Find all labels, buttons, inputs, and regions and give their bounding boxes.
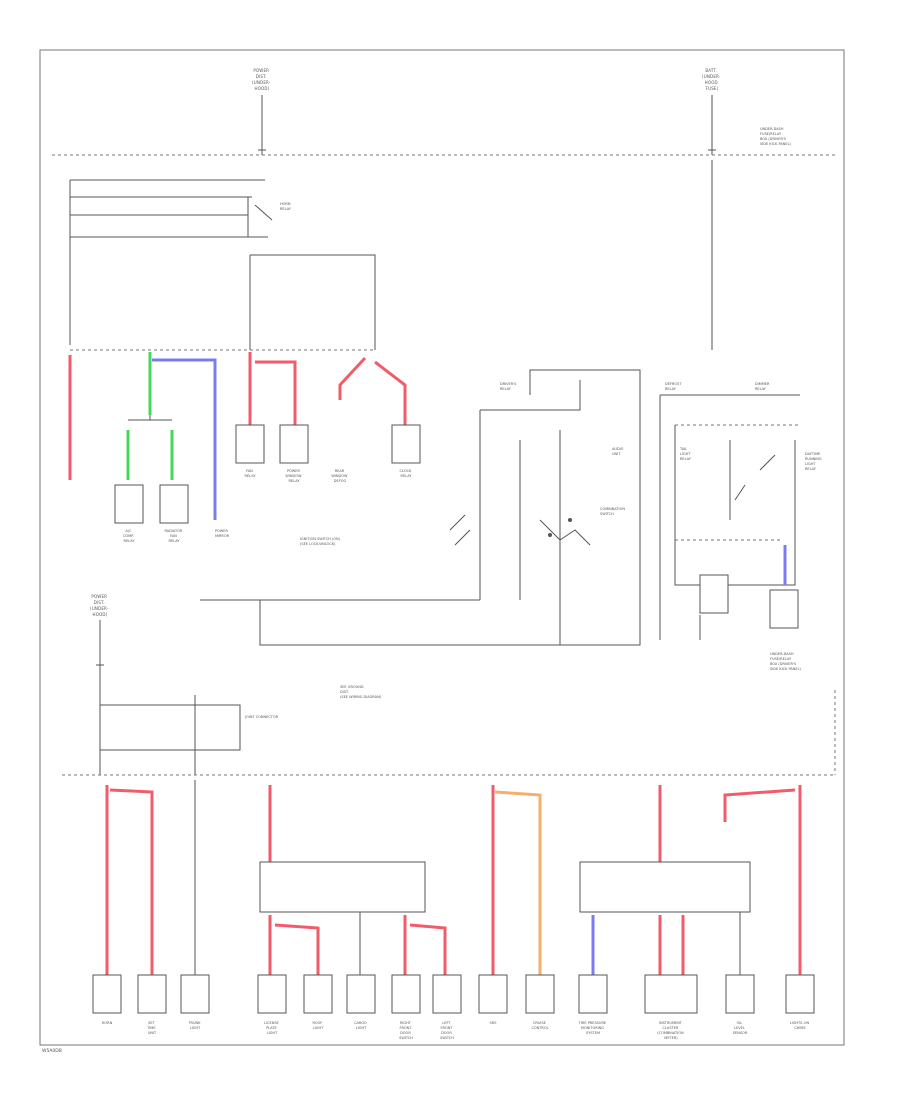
component-a12-box [769, 589, 799, 629]
red-wire-b2 [109, 788, 154, 975]
component-b1-label: HORN [102, 1021, 113, 1025]
component-b5-box [303, 974, 333, 1014]
upper-fuse-box-label: UNDER-DASH FUSE/RELAY BOX (DRIVER'S SIDE… [760, 127, 792, 146]
right-relay-dashed [675, 424, 800, 541]
component-a10-label: AUDIO UNIT [612, 447, 625, 456]
component-b14-box [785, 974, 815, 1014]
component-b13-label: OIL LEVEL SENSOR [733, 1021, 748, 1035]
top-right-source-label: BATT. (UNDER- HOOD FUSE) [702, 68, 722, 91]
component-a5-label: POWER WINDOW RELAY [285, 469, 302, 483]
component-a13-box [699, 574, 729, 614]
component-b7-box [391, 974, 421, 1014]
top-left-source-label: POWER DIST. (UNDER- HOOD) [252, 68, 272, 91]
combination-switch-contacts [539, 519, 591, 546]
switch-pivot-1 [548, 533, 552, 537]
component-b9-box [478, 974, 508, 1014]
component-a2-box [114, 484, 144, 524]
component-b10-label: CRUISE CONTROL [531, 1021, 548, 1030]
component-b11-box [578, 974, 608, 1014]
top-left-fuse-symbol [258, 95, 266, 155]
component-a5-box [279, 424, 309, 464]
component-b8-label: LEFT FRONT DOOR SWITCH [440, 1021, 454, 1040]
component-b13-box [725, 974, 755, 1014]
component-a9-label: DRIVER'S RELAY [500, 382, 518, 391]
component-a3-label: RADIATOR FAN RELAY [165, 529, 184, 543]
component-b6-label: CARGO LIGHT [354, 1021, 368, 1030]
top-right-fuse-symbol [708, 95, 716, 155]
component-a15-label: DIMMER RELAY [755, 382, 771, 391]
component-a3-box [159, 484, 189, 524]
component-b2-box [137, 974, 167, 1014]
component-a8-label: POWER MIRROR [215, 529, 230, 538]
component-a4-box [235, 424, 265, 464]
switch-pivot-2 [568, 518, 572, 522]
orange-wire-b10 [494, 790, 542, 975]
component-b4-box [257, 974, 287, 1014]
component-b10-box [525, 974, 555, 1014]
legend-label: SEE GROUND DIST. (SEE WIRING DIAGRAM) [340, 685, 382, 699]
component-a2-label: A/C COMP. RELAY [123, 529, 135, 543]
red-wire-b13-feed [723, 788, 796, 822]
red-wire-b5 [274, 923, 320, 975]
junction-box-center [259, 861, 426, 913]
ignition-switch-note: IGNITION SWITCH (ON) (SEE LOCK/UNLOCK) [300, 537, 341, 546]
component-b2-label: SET TIME UNIT [146, 1021, 157, 1035]
middle-relay-wiring [200, 369, 641, 646]
component-b7-label: RIGHT FRONT DOOR SWITCH [399, 1021, 413, 1040]
component-b12-label: INSTRUMENT CLUSTER (COMBINATION METER) [657, 1021, 684, 1040]
component-b11-label: TIRE PRESSURE MONITORING SYSTEM [578, 1021, 607, 1035]
footer-code: W5A0DB [42, 1048, 62, 1054]
lower-left-fuse-feed [96, 620, 104, 775]
joint-connector-label: JOINT CONNECTOR [244, 715, 279, 719]
red-wire-a6 [338, 356, 367, 400]
diagram-frame [39, 49, 845, 1046]
component-b3-box [180, 974, 210, 1014]
component-b3-label: TRUNK LIGHT [187, 1021, 201, 1030]
right-relay-block [659, 160, 800, 640]
component-b6-box [346, 974, 376, 1014]
component-b12-box [644, 974, 698, 1014]
switch-symbol-middle [449, 514, 471, 546]
red-wire-a5 [255, 360, 297, 430]
component-a11-label: COMBINATION SWITCH [600, 507, 626, 516]
component-b4-label: LICENSE PLATE LIGHT [264, 1021, 280, 1035]
component-b1-box [92, 974, 122, 1014]
component-b5-label: ROOF LIGHT [312, 1021, 324, 1030]
right-relay-switch [734, 454, 776, 501]
power-dist-left-label: POWER DIST. (UNDER- HOOD) [90, 594, 110, 617]
a2-split [128, 415, 172, 421]
horn-relay-label: HORN RELAY [280, 202, 292, 211]
junction-box-right [579, 861, 751, 913]
component-b8-box [432, 974, 462, 1014]
component-a6-label: REAR WINDOW DEFOG [331, 469, 348, 483]
joint-connector-box [99, 704, 241, 751]
component-b9-label: SRS [490, 1021, 498, 1025]
component-a4-label: FAN RELAY [245, 469, 257, 478]
component-a7-label: CLOCK RELAY [400, 469, 413, 478]
component-a7-box [391, 424, 421, 464]
component-a13-label: TAIL LIGHT RELAY [679, 447, 692, 461]
component-a12-label: DAYTIME RUNNING LIGHT RELAY [805, 452, 823, 471]
red-wire-b8 [409, 923, 447, 975]
upper-relay-feed [249, 254, 376, 350]
component-b14-label: LIGHTS-ON CHIME [790, 1021, 811, 1030]
red-wire-a7 [374, 360, 407, 425]
component-a14-label: DEFROST RELAY [665, 382, 683, 391]
horn-relay-wiring [69, 179, 273, 345]
blue-wire-a3 [152, 358, 217, 520]
lower-fuse-box-label: UNDER-DASH FUSE/RELAY BOX (DRIVER'S SIDE… [770, 652, 802, 671]
green-wire-a2 [126, 352, 174, 480]
